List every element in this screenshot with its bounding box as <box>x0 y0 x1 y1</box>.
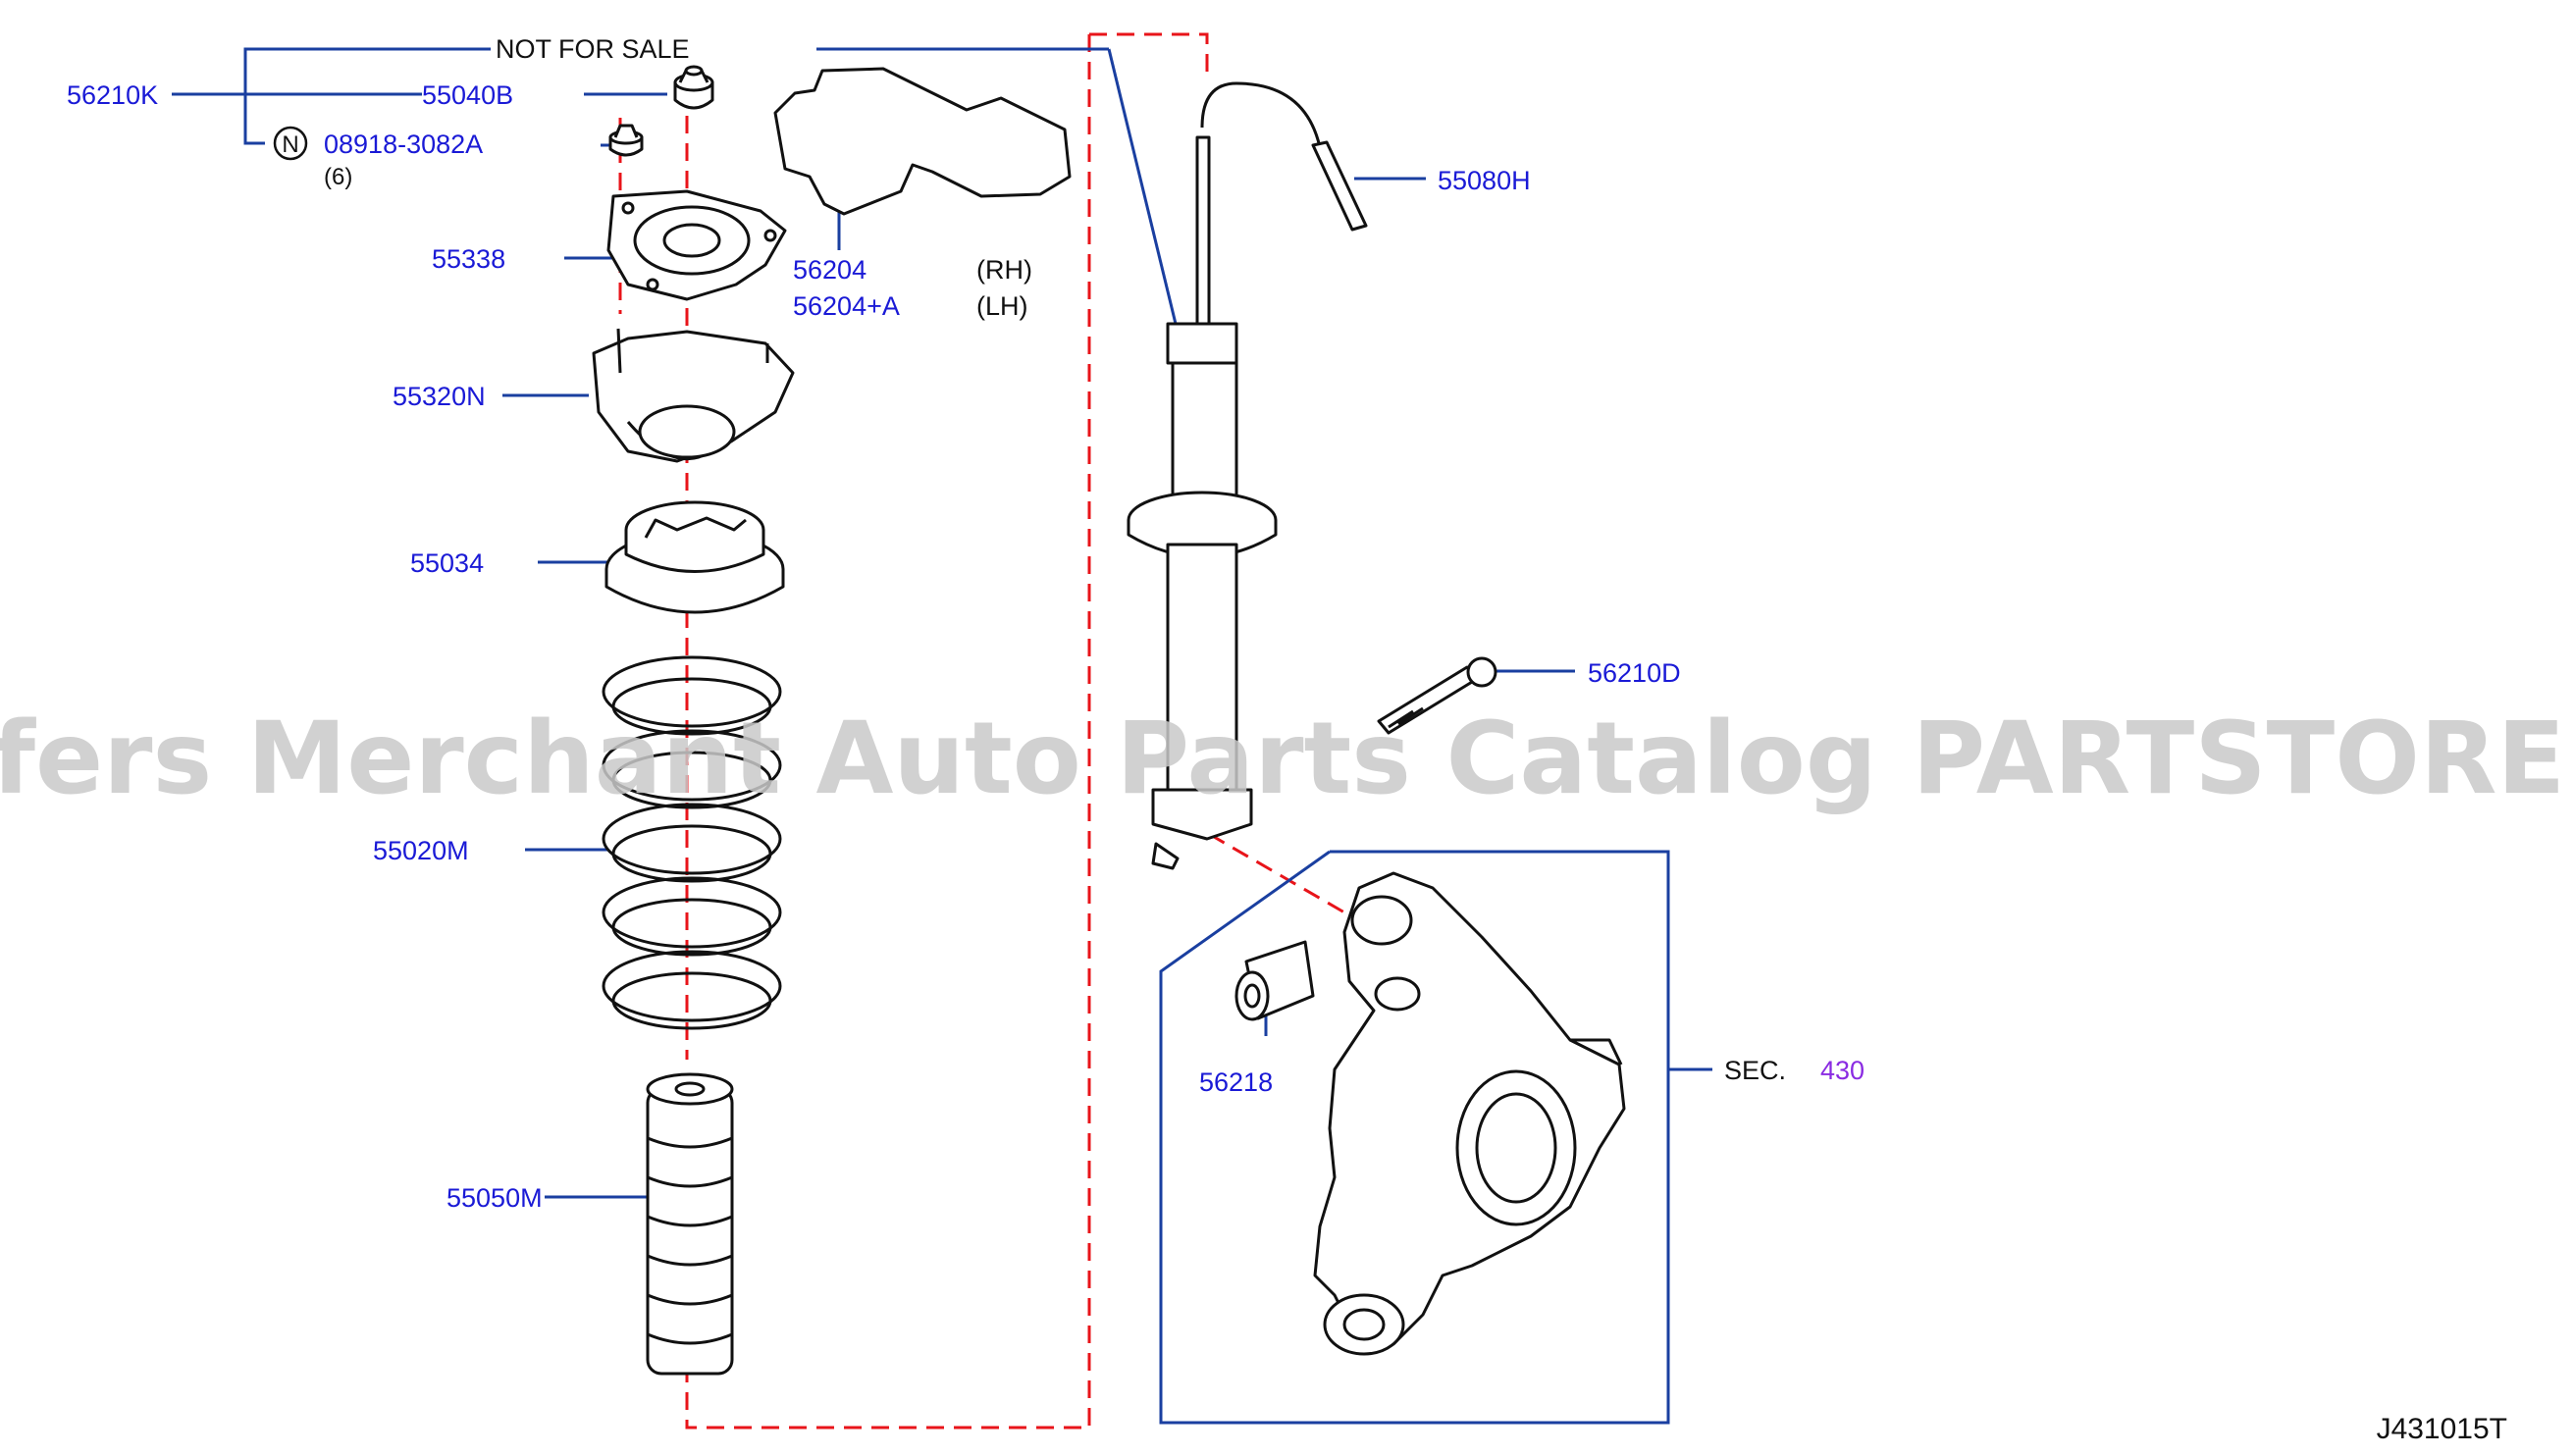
label-55020M[interactable]: 55020M <box>373 836 469 865</box>
label-56204A[interactable]: 56204+A <box>793 291 900 321</box>
bolt-56210D-icon <box>1377 656 1497 735</box>
label-lh: (LH) <box>976 291 1028 321</box>
label-55050M[interactable]: 55050M <box>446 1183 543 1213</box>
part-labels: NOT FOR SALE 56210K 55040B N 08918-3082A… <box>67 34 2507 1445</box>
label-55320N[interactable]: 55320N <box>393 382 486 411</box>
leader-lines <box>172 47 1712 1425</box>
n-symbol-label: N <box>282 131 298 158</box>
mount-plate-55338-icon <box>606 189 787 301</box>
label-55034[interactable]: 55034 <box>410 548 484 578</box>
label-55040B[interactable]: 55040B <box>422 80 513 110</box>
label-56210D[interactable]: 56210D <box>1588 658 1681 688</box>
diagram-id: J431015T <box>2377 1413 2507 1445</box>
nut-08918-icon <box>608 124 644 157</box>
quantity-label: (6) <box>324 164 352 190</box>
label-56218[interactable]: 56218 <box>1199 1067 1273 1097</box>
coil-spring-55020M-icon <box>602 655 782 1030</box>
n-symbol-circle <box>273 126 308 161</box>
label-rh: (RH) <box>976 255 1032 285</box>
bump-stopper-55050M-icon <box>646 1072 734 1376</box>
label-sec: SEC. <box>1724 1056 1786 1085</box>
shock-absorber-icon <box>1127 135 1278 870</box>
wire-55080H-icon <box>1200 81 1368 232</box>
label-56210K[interactable]: 56210K <box>67 80 158 110</box>
label-sec-430-link[interactable]: 430 <box>1820 1056 1864 1085</box>
watermark-text: Offers Merchant Auto Parts Catalog PARTS… <box>0 701 2573 817</box>
nut-55040B-icon <box>673 65 714 110</box>
label-08918-3082A[interactable]: 08918-3082A <box>324 130 483 159</box>
not-for-sale-label: NOT FOR SALE <box>496 34 690 64</box>
part-outlines <box>592 65 1626 1376</box>
label-55338[interactable]: 55338 <box>432 244 505 274</box>
insulator-plate-56204-icon <box>773 67 1072 216</box>
label-56204[interactable]: 56204 <box>793 255 866 285</box>
spring-seat-55034-icon <box>604 500 785 614</box>
knuckle-sec430-icon <box>1313 871 1626 1356</box>
label-55080H[interactable]: 55080H <box>1438 166 1531 195</box>
bushing-56218-icon <box>1234 940 1315 1021</box>
upper-seat-55320N-icon <box>592 328 795 463</box>
